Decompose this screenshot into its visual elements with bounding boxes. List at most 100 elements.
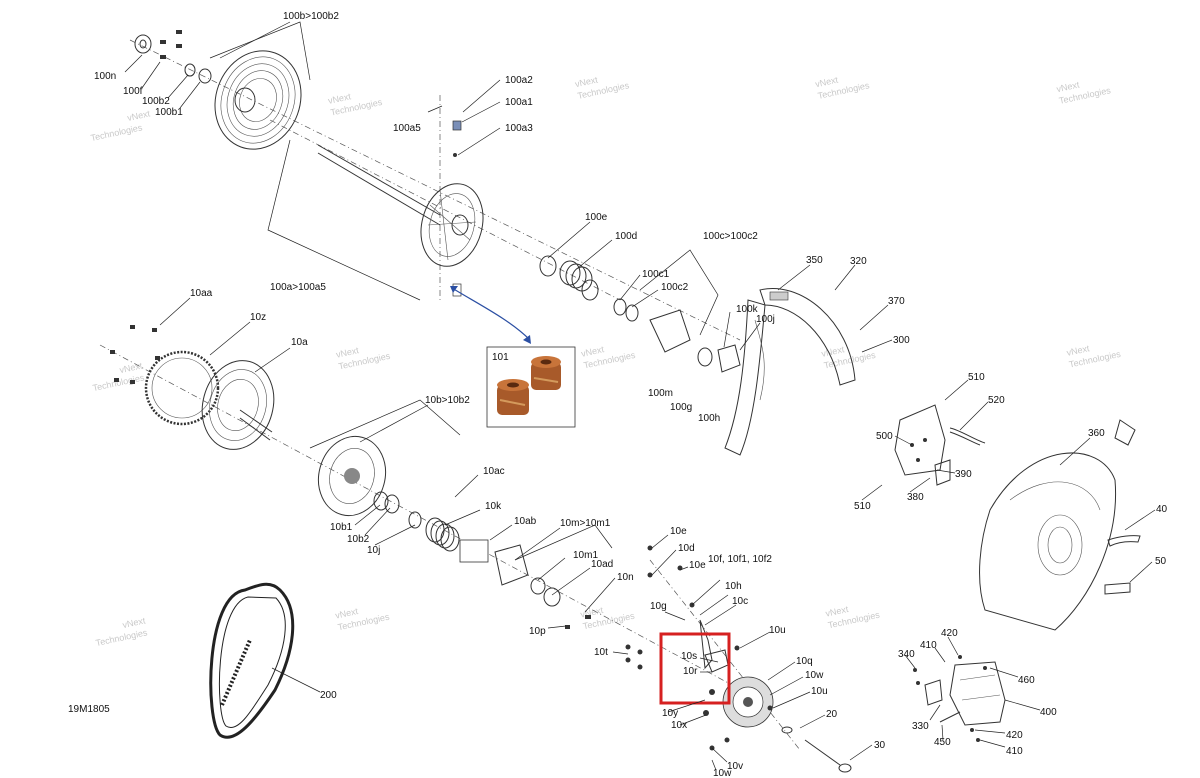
label-10t: 10t: [594, 647, 608, 658]
screws-100f: [160, 30, 182, 59]
group-brackets: [209, 21, 719, 561]
label-10f: 10f, 10f1, 10f2: [708, 554, 772, 565]
watermark-line-1: vNext: [334, 606, 359, 621]
label-100b1: 100b1: [155, 107, 183, 118]
label-410-bottom: 410: [1006, 746, 1023, 757]
label-20: 20: [826, 709, 838, 720]
label-10g: 10g: [650, 601, 667, 612]
label-510-bottom: 510: [854, 501, 871, 512]
watermark-line-1: vNext: [126, 108, 151, 123]
label-10q: 10q: [796, 656, 813, 667]
label-450: 450: [934, 737, 951, 748]
inset-part-101: 101: [486, 346, 576, 428]
label-10ac: 10ac: [483, 466, 505, 477]
label-100b2: 100b2: [142, 96, 170, 107]
label-10n: 10n: [617, 572, 634, 583]
label-100b-100b2: 100b>100b2: [283, 11, 339, 22]
label-10d: 10d: [678, 543, 695, 554]
label-350: 350: [806, 255, 823, 266]
label-100d: 100d: [615, 231, 637, 242]
label-10w-bottom: 10w: [713, 768, 732, 778]
label-10e-top: 10e: [670, 526, 687, 537]
label-10b2: 10b2: [347, 534, 370, 545]
label-10c: 10c: [732, 596, 748, 607]
watermark-line-2: Technologies: [92, 372, 146, 393]
label-400: 400: [1040, 707, 1057, 718]
label-100a-100a5: 100a>100a5: [270, 282, 326, 293]
label-420-top: 420: [941, 628, 958, 639]
label-10b-10b2: 10b>10b2: [425, 395, 470, 406]
label-100a3: 100a3: [505, 123, 533, 134]
watermark-line-1: vNext: [574, 74, 599, 89]
roller-bushing-left: [497, 379, 529, 415]
label-370: 370: [888, 296, 905, 307]
label-10x: 10x: [671, 720, 687, 731]
label-100c2: 100c2: [661, 282, 689, 293]
label-10h: 10h: [725, 581, 742, 592]
label-520: 520: [988, 395, 1005, 406]
label-100m: 100m: [648, 388, 673, 399]
label-10b1: 10b1: [330, 522, 353, 533]
label-510-top: 510: [968, 372, 985, 383]
assembly-axes: [99, 39, 801, 751]
label-10y: 10y: [662, 708, 678, 719]
label-10k: 10k: [485, 501, 502, 512]
label-100f: 100f: [123, 86, 143, 97]
watermark-line-1: vNext: [119, 360, 144, 375]
watermark-line-2: Technologies: [95, 627, 149, 648]
watermark-line-1: vNext: [335, 345, 360, 360]
driven-pulley-sheave-100b: [214, 50, 302, 150]
label-100a5: 100a5: [393, 123, 421, 134]
cam-100c: [613, 298, 741, 373]
label-10m1: 10m1: [573, 550, 598, 561]
label-460: 460: [1018, 675, 1035, 686]
label-50: 50: [1155, 556, 1167, 567]
label-10m-10m1: 10m>10m1: [560, 518, 611, 529]
label-10u-right: 10u: [811, 686, 828, 697]
label-10j: 10j: [367, 545, 380, 556]
watermark-line-1: vNext: [580, 344, 605, 359]
movable-sheave-10b: [317, 435, 387, 517]
bushings-10m: [530, 577, 591, 629]
sleeve-10ab: [459, 539, 529, 586]
spring-100d: [539, 255, 599, 301]
leader-lines: [124, 21, 1156, 771]
shaft-100a: [317, 144, 484, 267]
bushing-100b2: [184, 63, 212, 84]
watermark-line-1: vNext: [327, 91, 352, 106]
bolts-10aa: [110, 325, 160, 384]
label-100a1: 100a1: [505, 97, 533, 108]
label-100c1: 100c1: [642, 269, 670, 280]
bracket-500: [894, 404, 951, 486]
sheave-10a: [201, 360, 275, 450]
label-10r: 10r: [683, 666, 698, 677]
label-10z: 10z: [250, 312, 266, 323]
label-380: 380: [907, 492, 924, 503]
part-labels: 100b>100b2 100n 100f 100b2 100b1 100a2 1…: [94, 11, 1168, 778]
label-500: 500: [876, 431, 893, 442]
label-100c-100c2: 100c>100c2: [703, 231, 758, 242]
diagram-code: 19M1805: [68, 704, 110, 715]
label-300: 300: [893, 335, 910, 346]
inset-label: 101: [492, 352, 509, 363]
bolt-20-30: [781, 726, 852, 773]
label-100a2: 100a2: [505, 75, 533, 86]
label-390: 390: [955, 469, 972, 480]
label-100n: 100n: [94, 71, 116, 82]
label-10ad: 10ad: [591, 559, 613, 570]
slider-button-100a3: [452, 120, 462, 297]
label-10u-top: 10u: [769, 625, 786, 636]
roller-bushing-right: [531, 356, 561, 390]
label-100j: 100j: [756, 314, 775, 325]
watermark-line-1: vNext: [825, 604, 850, 619]
label-10ab: 10ab: [514, 516, 537, 527]
label-100k: 100k: [736, 304, 759, 315]
seal-100n: [134, 34, 152, 54]
watermark-line-1: vNext: [1066, 343, 1091, 358]
decals-40-50: [1104, 535, 1141, 595]
label-10w-right: 10w: [805, 670, 824, 681]
belt-guard-bracket-300: [724, 288, 856, 456]
